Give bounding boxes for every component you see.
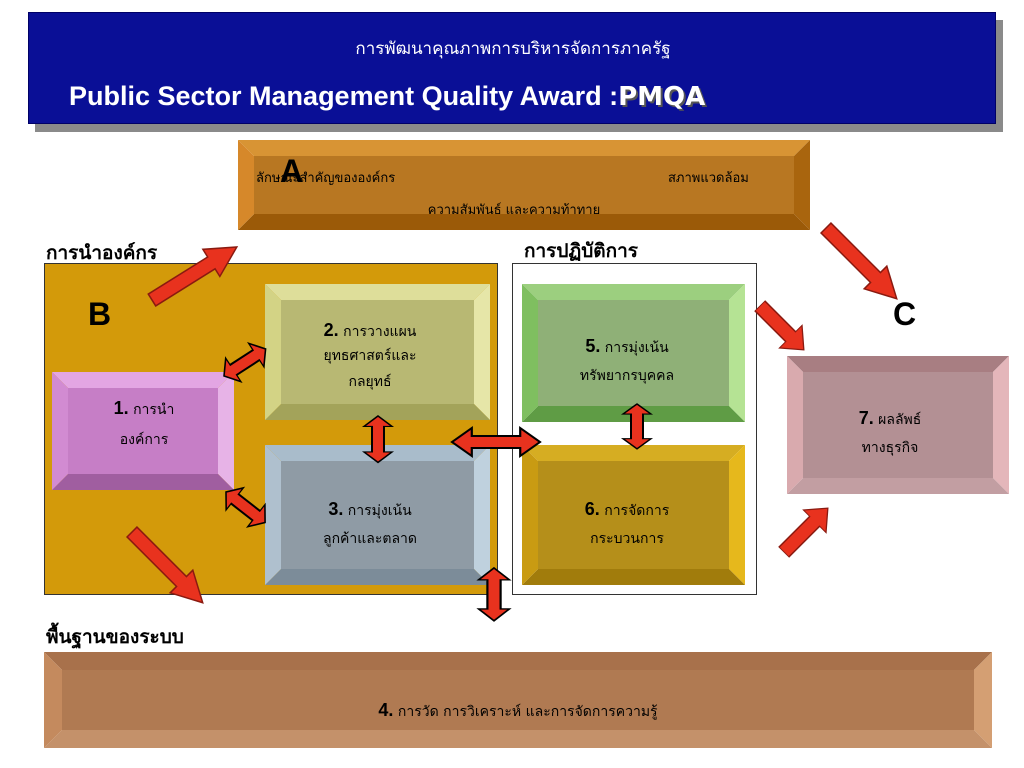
box-2-text-1: การวางแผน	[343, 324, 417, 340]
profile-text-right: สภาพแวดล้อม	[668, 171, 749, 186]
box-3-number: 3.	[328, 499, 344, 519]
double-arrow-5-6	[622, 403, 652, 450]
letter-b: B	[88, 296, 112, 332]
profile-box-shape	[238, 140, 810, 230]
box-4-text-1: การวัด การวิเคราะห์ และการจัดการความรู้	[397, 704, 658, 720]
box-5-line-2: ทรัพยากรบุคคล	[579, 368, 675, 384]
profile-text-bottom: ความสัมพันธ์ และความท้าทาย	[427, 203, 601, 218]
arrow-to-results-top	[748, 294, 816, 362]
box-1-number: 1.	[113, 398, 129, 418]
box-4-shape	[44, 652, 992, 748]
box-1-text-1: การนำ	[133, 402, 175, 418]
title-english-text: Public Sector Management Quality Award :	[69, 81, 619, 111]
profile-text-left: ลักษณะสำคัญขององค์กร	[256, 171, 396, 186]
box-7-line-2: ทางธุรกิจ	[861, 440, 919, 456]
letter-a: A	[280, 153, 304, 189]
arrow-a-to-c	[813, 215, 909, 311]
box-7-text-1: ผลลัพธ์	[878, 412, 922, 428]
double-arrow-leadership-operations	[450, 426, 542, 458]
box-1-leadership: 1. การนำ องค์การ	[52, 372, 234, 490]
box-1-line-1: 1. การนำ	[66, 396, 222, 422]
box-4-number: 4.	[378, 700, 394, 720]
box-5-workforce-focus: 5. การมุ่งเน้น ทรัพยากรบุคคล	[522, 284, 745, 422]
box-6-process-management: 6. การจัดการ กระบวนการ	[522, 445, 745, 585]
box-7-results: 7. ผลลัพธ์ ทางธุรกิจ	[787, 356, 1009, 494]
box-5-shape	[522, 284, 745, 422]
box-5-text-1: การมุ่งเน้น	[604, 340, 669, 356]
box-6-line-2: กระบวนการ	[590, 531, 664, 547]
double-arrow-2-3	[363, 415, 393, 464]
arrow-b-to-foundation	[119, 519, 215, 615]
double-arrow-1-2	[215, 336, 275, 389]
box-3-line-2: ลูกค้าและตลาด	[322, 531, 418, 547]
organizational-profile-box: ลักษณะสำคัญขององค์กร สภาพแวดล้อม ความสัม…	[238, 140, 810, 230]
box-7-line-1: 7. ผลลัพธ์	[787, 406, 993, 432]
box-5-number: 5.	[585, 336, 601, 356]
box-6-shape	[522, 445, 745, 585]
box-4-measurement: 4. การวัด การวิเคราะห์ และการจัดการความร…	[44, 652, 992, 748]
box-1-shape	[52, 372, 234, 490]
arrow-to-results-bottom	[772, 496, 840, 564]
box-7-number: 7.	[858, 408, 874, 428]
leadership-triad-label: การนำองค์กร	[46, 242, 158, 264]
letter-c: C	[893, 296, 917, 332]
box-1-line-2: องค์การ	[119, 432, 169, 448]
box-2-shape	[265, 284, 490, 420]
box-6-text-1: การจัดการ	[604, 503, 670, 519]
title-english: Public Sector Management Quality Award :…	[69, 81, 705, 112]
operations-label: การปฏิบัติการ	[524, 240, 638, 262]
title-thai: การพัฒนาคุณภาพการบริหารจัดการภาครัฐ	[355, 39, 671, 59]
box-2-line-1: 2. การวางแผน	[265, 318, 475, 344]
double-arrow-1-3	[216, 480, 275, 535]
box-6-line-1: 6. การจัดการ	[522, 497, 732, 523]
box-4-line-1: 4. การวัด การวิเคราะห์ และการจัดการความร…	[44, 698, 992, 724]
double-arrow-to-foundation	[477, 566, 511, 622]
box-2-line-3: กลยุทธ์	[348, 374, 392, 390]
box-7-shape	[787, 356, 1009, 494]
title-abbreviation: PMQA	[618, 82, 706, 112]
box-2-number: 2.	[323, 320, 339, 340]
header-banner: การพัฒนาคุณภาพการบริหารจัดการภาครัฐ Publ…	[28, 12, 996, 124]
box-3-text-1: การมุ่งเน้น	[347, 503, 412, 519]
box-3-line-1: 3. การมุ่งเน้น	[265, 497, 475, 523]
box-2-line-2: ยุทธศาสตร์และ	[323, 348, 417, 364]
box-2-strategic-planning: 2. การวางแผน ยุทธศาสตร์และ กลยุทธ์	[265, 284, 490, 420]
box-5-line-1: 5. การมุ่งเน้น	[522, 334, 732, 360]
foundation-label: พื้นฐานของระบบ	[46, 626, 184, 648]
arrow-b-to-a	[142, 232, 247, 315]
box-6-number: 6.	[584, 499, 600, 519]
